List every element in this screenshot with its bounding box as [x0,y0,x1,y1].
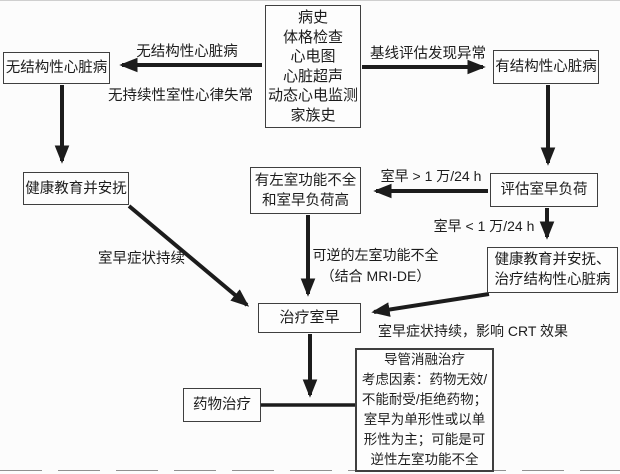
node-baseline-assessment: 病史 体格检查 心电图 心脏超声 动态心电监测 家族史 [265,5,361,128]
ablation-line: 逆性左室功能不全 [370,452,479,467]
node-no-structural-heart-disease: 无结构性心脏病 [3,52,110,84]
node-line: 健康教育并安抚、 [494,252,611,268]
node-line: 治疗结构性心脏病 [494,272,611,288]
ablation-line: 不能耐受/拒绝药物； [361,392,488,407]
node-line: 有左室功能不全 [254,172,357,189]
edge-label-baseline-abnormal: 基线评估发现异常 [370,46,486,62]
assessment-line: 心电图 [290,48,336,65]
edge-label-symptoms-persist-crt: 室早症状持续，影响 CRT 效果 [378,323,569,339]
ablation-line: 室早为单形性或以单 [363,412,486,427]
node-label: 药物治疗 [193,397,251,413]
node-catheter-ablation: 导管消融治疗 考虑因素：药物无效/ 不能耐受/拒绝药物； 室早为单形性或以单 形… [355,348,494,472]
assessment-line: 心脏超声 [282,67,343,85]
scan-edge-top [0,0,620,1]
edge-label-no-structural: 无结构性心脏病 [136,44,238,60]
ablation-line: 形性为主；可能是可 [363,432,486,447]
node-label: 治疗室早 [279,309,340,326]
node-structural-heart-disease: 有结构性心脏病 [493,50,599,84]
edge-label-pvc-under-10k: 室早 < 1 万/24 h [433,218,535,234]
node-label: 无结构性心脏病 [5,60,108,76]
assessment-line: 动态心电监测 [267,87,358,104]
assessment-line: 病史 [297,9,328,26]
node-label: 评估室早负荷 [500,182,588,198]
node-label: 有结构性心脏病 [495,59,597,75]
assessment-line: 体格检查 [282,28,343,46]
edge-label-reversible-lv: 可逆的左室功能不全 （结合 MRI-DE） [303,245,448,287]
edge-reassure-right-to-treat [371,292,490,317]
edge-label-no-sustained-va: 无持续性室性心律失常 [108,88,253,104]
edge-label-symptoms-persist: 室早症状持续 [98,251,185,267]
edge-label-reversible-lv-line1: 可逆的左室功能不全 [312,247,439,263]
ablation-line: 考虑因素：药物无效/ [361,372,488,387]
node-health-education-reassure: 健康教育并安抚 [23,172,129,205]
node-reassure-treat-structural: 健康教育并安抚、 治疗结构性心脏病 [487,247,618,293]
node-treat-pvc: 治疗室早 [258,303,361,333]
node-drug-therapy: 药物治疗 [183,388,261,422]
scan-edge-bottom [0,470,620,471]
assessment-line: 家族史 [290,106,336,124]
ablation-line: 导管消融治疗 [384,352,465,367]
edge-reassure-left-to-treat [127,204,250,307]
node-lv-dysfunction-high-burden: 有左室功能不全 和室早负荷高 [250,167,361,214]
node-label: 健康教育并安抚 [25,180,127,197]
edge-label-reversible-lv-line2: （结合 MRI-DE） [320,268,431,284]
node-assess-pvc-burden: 评估室早负荷 [490,173,598,207]
edge-label-pvc-over-10k: 室早 > 1 万/24 h [380,168,482,184]
node-line: 和室早负荷高 [262,192,349,209]
